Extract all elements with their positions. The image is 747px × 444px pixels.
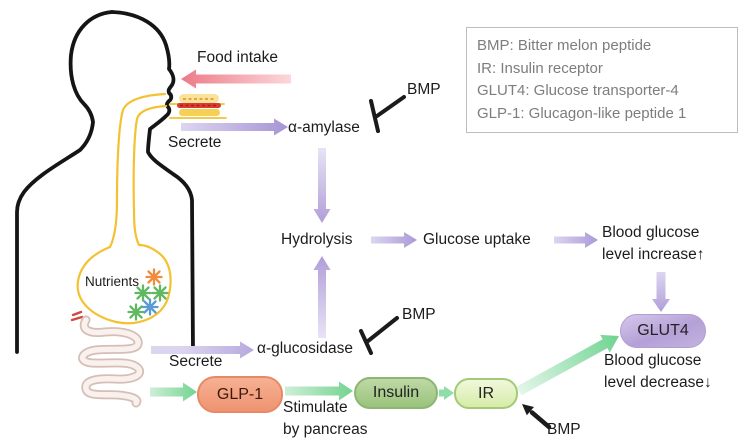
hydrolysis-label: Hydrolysis	[281, 231, 353, 248]
blood-glucose-increase-label: Blood glucose level increase↑	[602, 224, 705, 263]
insulin-node: Insulin	[354, 377, 438, 409]
burger-icon	[177, 94, 221, 116]
bmp-bottom-label: BMP	[547, 421, 581, 438]
glucosidase-hydrolysis-arrow	[313, 256, 331, 338]
legend-item-glut4: GLUT4: Glucose transporter-4	[477, 82, 679, 99]
alpha-amylase-label: α-amylase	[288, 119, 360, 136]
glut4-node: GLUT4	[620, 314, 706, 348]
bmp-amylase-inhibitor	[369, 95, 406, 133]
intestine-icon	[78, 315, 144, 408]
bloodglucose-glut4-arrow	[652, 272, 670, 312]
bmp-glucosidase-inhibitor	[359, 316, 399, 355]
glp1-insulin-arrow	[285, 381, 353, 401]
secrete-bottom-label: Secrete	[169, 353, 223, 370]
hydrolysis-uptake-arrow	[371, 232, 417, 248]
insulin-ir-arrow	[439, 386, 454, 400]
glucose-uptake-label: Glucose uptake	[423, 231, 531, 248]
secrete-glucosidase-arrow	[151, 341, 254, 359]
ir-glut4-arrow	[516, 334, 619, 396]
nutrients-label: Nutrients	[85, 274, 140, 289]
glp1-node: GLP-1	[197, 376, 283, 413]
bmp-ir-arrow	[522, 404, 552, 430]
secrete-amylase-arrow	[181, 118, 288, 136]
bmp-mid-label: BMP	[402, 306, 436, 323]
bmp-top-label: BMP	[407, 81, 441, 98]
food-intake-label: Food intake	[197, 49, 278, 66]
legend-item-ir: IR: Insulin receptor	[477, 59, 603, 77]
amylase-hydrolysis-arrow	[313, 148, 331, 223]
pylorus-marks	[70, 310, 84, 322]
alpha-glucosidase-label: α-glucosidase	[257, 340, 353, 357]
nutrient-stars-icon	[127, 268, 169, 321]
legend-item-bmp: BMP: Bitter melon peptide	[477, 37, 652, 54]
secrete-top-label: Secrete	[168, 134, 222, 151]
uptake-bloodglucose-arrow	[554, 232, 598, 248]
human-body-outline	[15, 10, 195, 354]
food-intake-arrow	[181, 69, 291, 89]
blood-glucose-decrease-label: Blood glucose level decrease↓	[604, 352, 712, 391]
intestine-glp1-arrow	[150, 382, 197, 402]
ir-node: IR	[454, 378, 518, 409]
legend-item-glp1: GLP-1: Glucagon-like peptide 1	[477, 104, 687, 122]
legend-box: BMP: Bitter melon peptide IR: Insulin re…	[466, 27, 738, 133]
stimulate-pancreas-label: Stimulate by pancreas	[283, 399, 368, 438]
